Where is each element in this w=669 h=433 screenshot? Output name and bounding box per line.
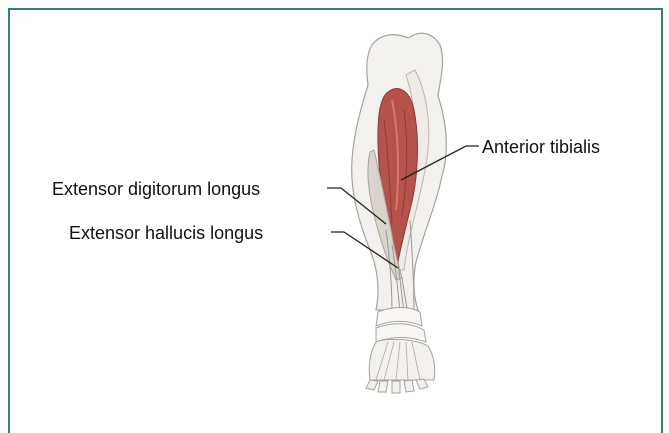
ankle-bands [376,308,426,343]
foot [366,339,435,393]
label-extensor-digitorum-longus: Extensor digitorum longus [52,179,260,199]
label-extensor-hallucis-longus: Extensor hallucis longus [69,223,263,243]
label-anterior-tibialis: Anterior tibialis [482,137,600,157]
